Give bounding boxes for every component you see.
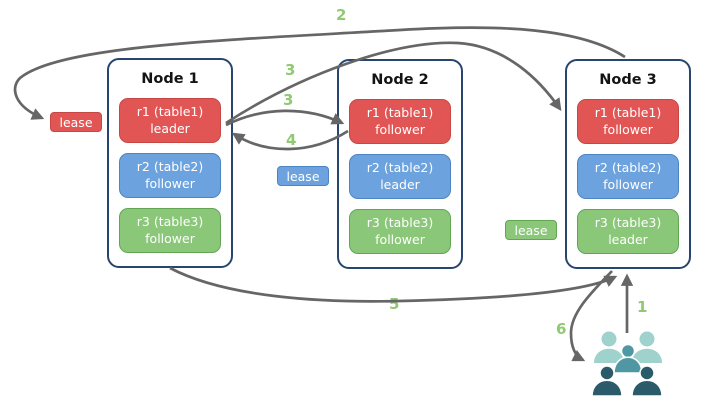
node-1-box: Node 1 r1 (table1) leader r2 (table2) fo… — [107, 58, 233, 268]
replica-name: r3 (table3) — [594, 215, 662, 231]
replica-name: r1 (table1) — [366, 105, 434, 121]
clients-users-icon — [591, 331, 663, 397]
replica-role: leader — [150, 120, 190, 136]
replica-role: leader — [608, 231, 648, 247]
replica-name: r3 (table3) — [136, 214, 204, 230]
replica-name: r3 (table3) — [366, 215, 434, 231]
node-1-replica-r1-table1: r1 (table1) leader — [119, 98, 221, 143]
step-label-4: 4 — [286, 131, 297, 149]
node-2-box: Node 2 r1 (table1) follower r2 (table2) … — [337, 59, 463, 269]
step-label-5: 5 — [389, 295, 400, 313]
replica-name: r1 (table1) — [136, 104, 204, 120]
node-2-replica-r1-table1: r1 (table1) follower — [349, 99, 451, 144]
lease-badge-table1: lease — [50, 112, 102, 132]
replica-name: r2 (table2) — [366, 160, 434, 176]
replica-name: r2 (table2) — [136, 159, 204, 175]
replica-role: follower — [603, 121, 653, 137]
node-1-replica-r2-table2: r2 (table2) follower — [119, 153, 221, 198]
node-2-replica-r2-table2: r2 (table2) leader — [349, 154, 451, 199]
replica-role: leader — [380, 176, 420, 192]
replica-name: r1 (table1) — [594, 105, 662, 121]
node-3-replica-r1-table1: r1 (table1) follower — [577, 99, 679, 144]
arrow-step-6-node3-to-clients — [569, 270, 613, 362]
replica-name: r2 (table2) — [594, 160, 662, 176]
node-3-replica-r2-table2: r2 (table2) follower — [577, 154, 679, 199]
node-3-box: Node 3 r1 (table1) follower r2 (table2) … — [565, 59, 691, 269]
node-2-title: Node 2 — [371, 72, 429, 88]
node-3-title: Node 3 — [599, 72, 657, 88]
node-1-title: Node 1 — [141, 71, 199, 87]
step-label-3a: 3 — [285, 61, 296, 79]
step-label-3b: 3 — [283, 91, 294, 109]
step-label-6: 6 — [556, 320, 567, 338]
step-label-2: 2 — [336, 6, 347, 24]
lease-badge-table2: lease — [277, 166, 329, 186]
step-label-1: 1 — [637, 298, 648, 316]
replica-role: follower — [145, 175, 195, 191]
arrow-step-3-node1-to-node2 — [225, 109, 345, 127]
node-1-replica-r3-table3: r3 (table3) follower — [119, 208, 221, 253]
node-2-replica-r3-table3: r3 (table3) follower — [349, 209, 451, 254]
replica-role: follower — [375, 231, 425, 247]
replica-role: follower — [145, 230, 195, 246]
replica-role: follower — [603, 176, 653, 192]
node-3-replica-r3-table3: r3 (table3) leader — [577, 209, 679, 254]
lease-badge-table3: lease — [505, 220, 557, 240]
replica-role: follower — [375, 121, 425, 137]
